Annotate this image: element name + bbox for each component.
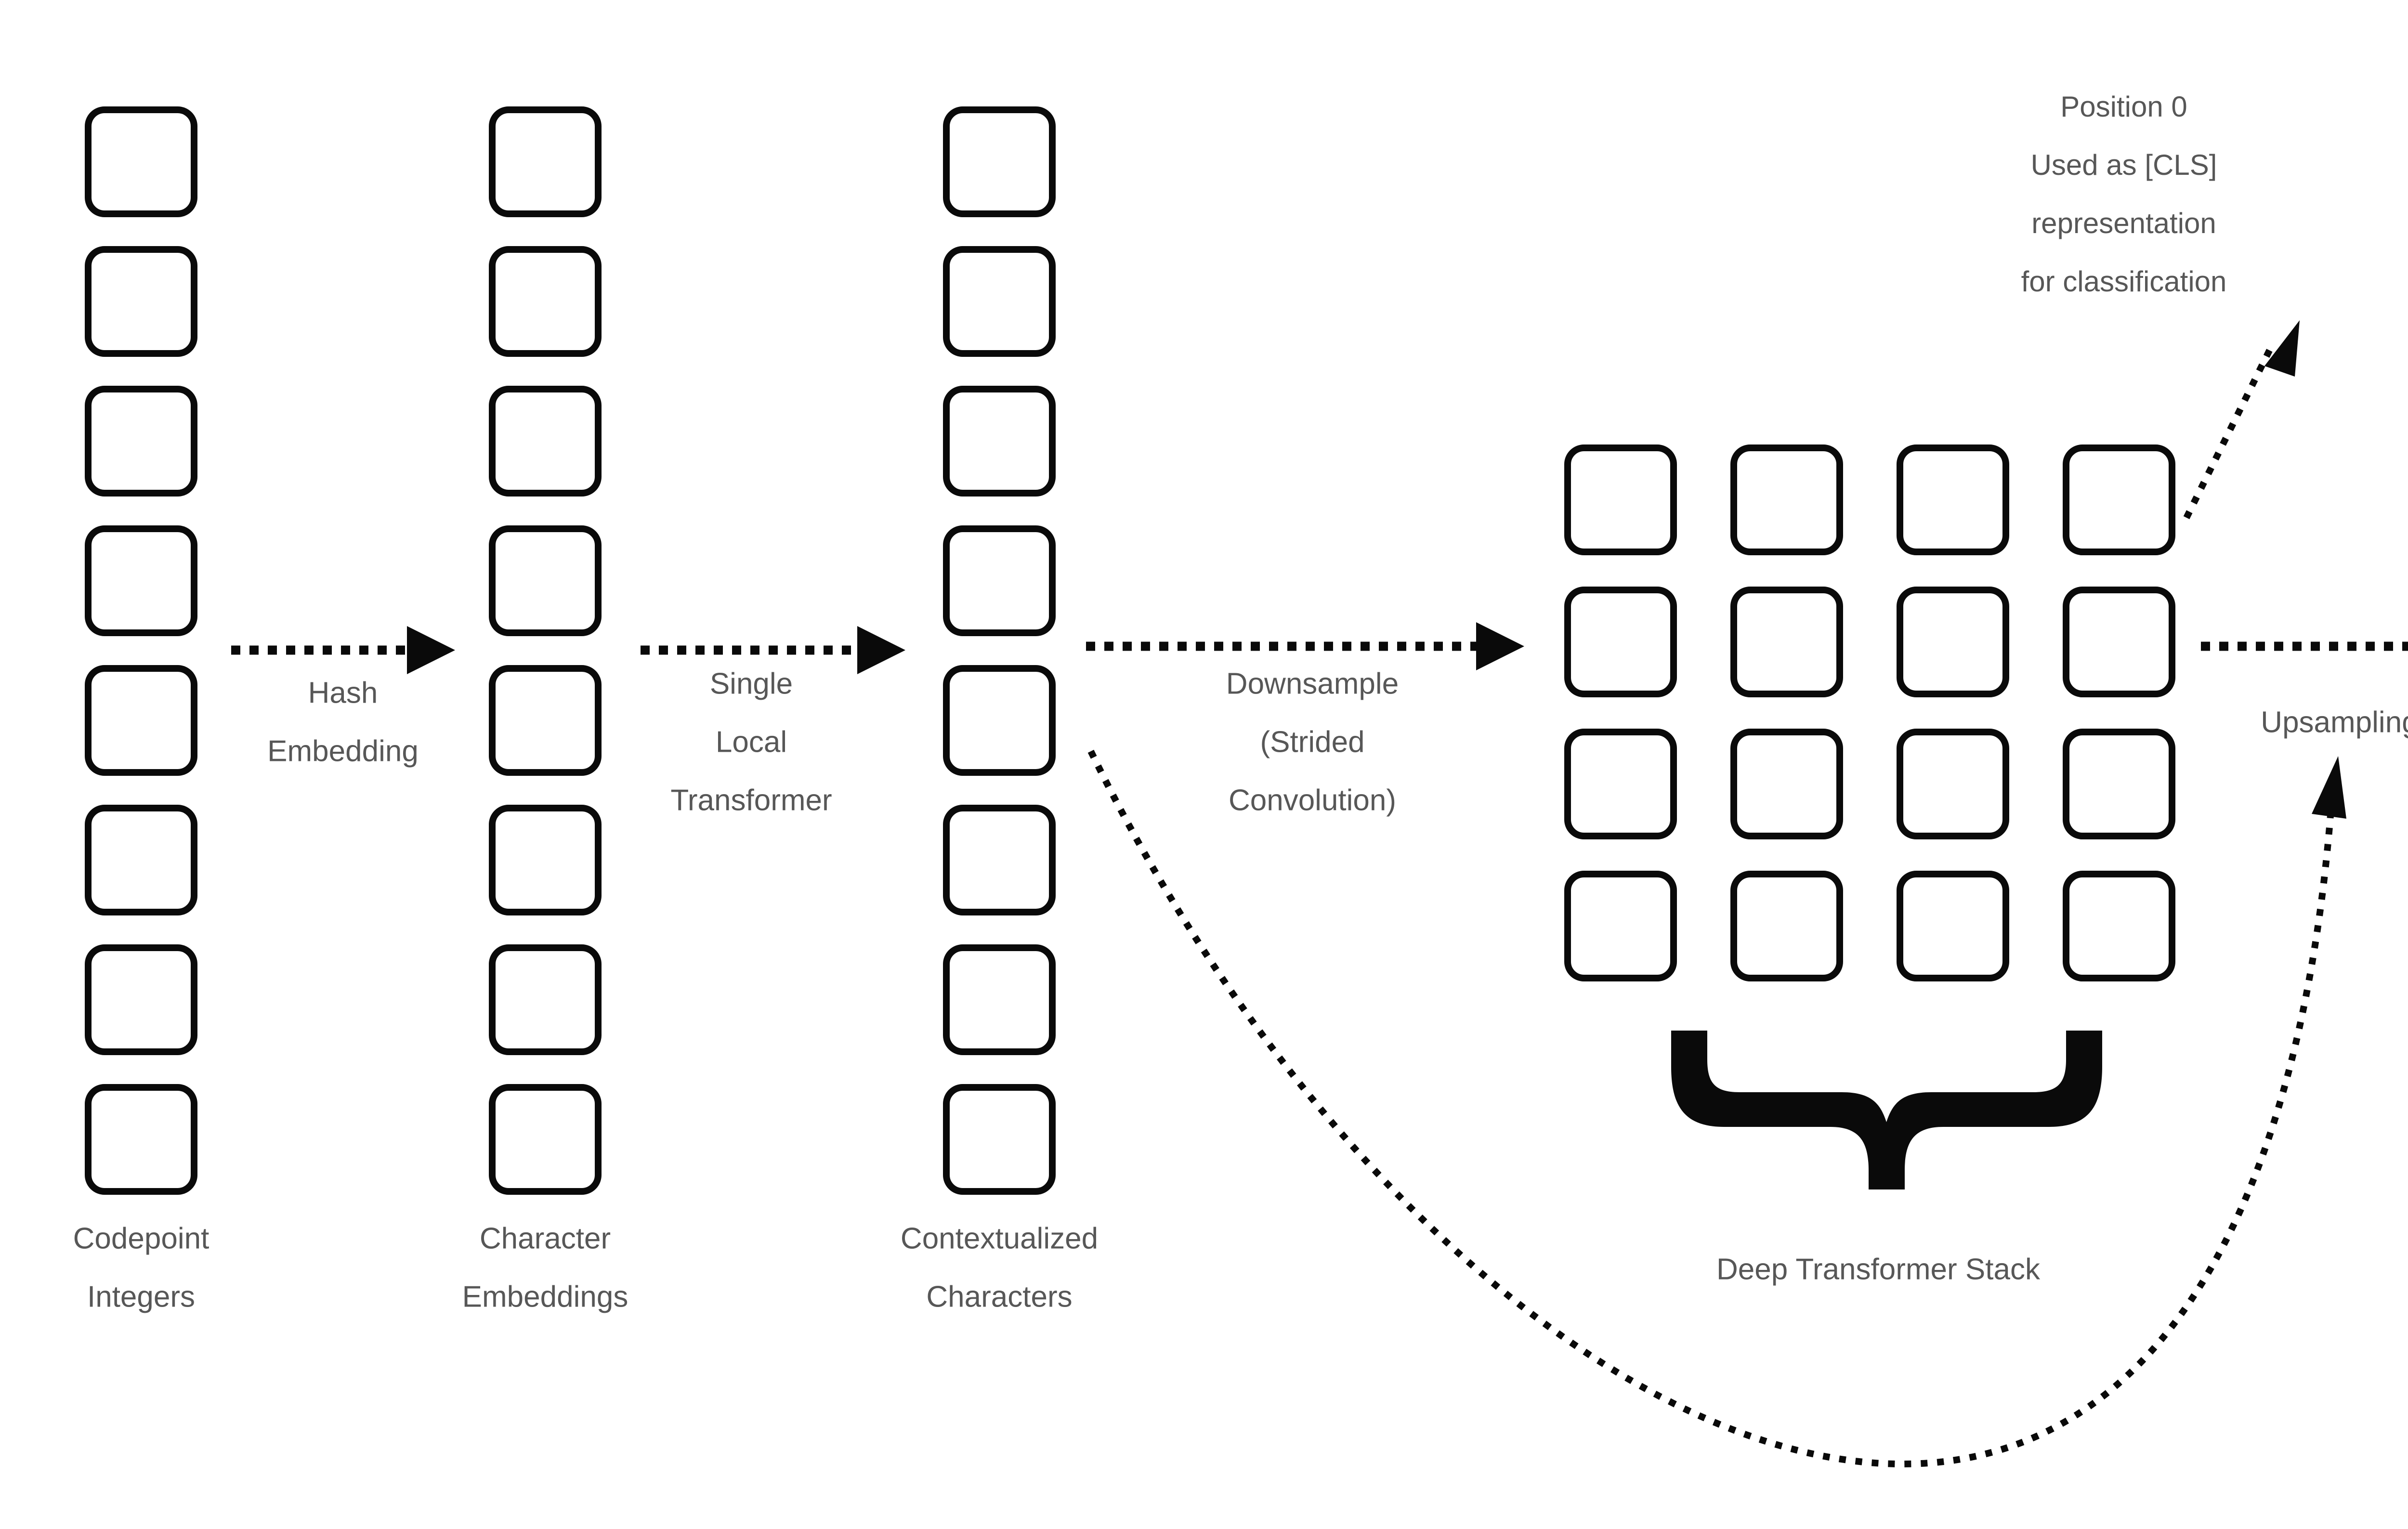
- cell-box: [943, 805, 1056, 915]
- arrow-downsample: [1086, 622, 1524, 670]
- label-upsampling: Upsampling: [2261, 706, 2408, 739]
- cell-box: [85, 944, 197, 1055]
- cell-box: [85, 246, 197, 357]
- cell-box: [2063, 871, 2175, 981]
- arrow-label-line: Transformer: [670, 784, 832, 817]
- cell-box: [489, 805, 602, 915]
- cell-box: [1730, 729, 1843, 839]
- arrowhead-icon: [2312, 756, 2346, 819]
- caption-codepoint-integers: Codepoint Integers: [73, 1222, 209, 1313]
- arrow-label-line: Downsample: [1226, 667, 1399, 700]
- cell-box: [2063, 444, 2175, 555]
- column-caption-line: Characters: [926, 1280, 1072, 1313]
- cell-box: [85, 665, 197, 776]
- arrow-label-line: Local: [716, 725, 787, 758]
- cell-box: [85, 106, 197, 217]
- cell-box: [1564, 871, 1677, 981]
- cell-box: [489, 944, 602, 1055]
- column-caption-line: Codepoint: [73, 1222, 209, 1255]
- arrowhead-icon: [2264, 320, 2300, 377]
- arrow-label-line: Convolution): [1229, 784, 1396, 817]
- arrow-label-line: Hash: [308, 676, 378, 709]
- cell-box: [2063, 587, 2175, 697]
- residual-skip-connection: [1087, 749, 2346, 1468]
- deep-transformer-brace: [1671, 1031, 2102, 1189]
- cell-box: [2063, 729, 2175, 839]
- cell-box: [943, 386, 1056, 497]
- cell-box: [489, 1084, 602, 1195]
- column-caption-line: Deep Transformer Stack: [1716, 1253, 2041, 1286]
- column-character-embeddings: [489, 106, 602, 1195]
- cell-box: [85, 805, 197, 915]
- cell-box: [489, 106, 602, 217]
- cell-box: [489, 525, 602, 636]
- cell-box: [943, 665, 1056, 776]
- cell-box: [85, 1084, 197, 1195]
- deep-transformer-stack-grid: [1564, 444, 2175, 981]
- cell-box: [1564, 587, 1677, 697]
- arrowhead-icon: [857, 626, 905, 674]
- annotation-line: Position 0: [2060, 91, 2187, 123]
- cell-box: [1897, 871, 2009, 981]
- column-caption-line: Embeddings: [462, 1280, 628, 1313]
- annotation-line: for classification: [2021, 265, 2227, 298]
- arrow-hash-embedding: [231, 626, 455, 674]
- cell-box: [1897, 587, 2009, 697]
- arrow-label-line: Upsampling: [2261, 706, 2408, 739]
- column-caption-line: Contextualized: [901, 1222, 1098, 1255]
- cell-box: [943, 106, 1056, 217]
- cell-box: [943, 525, 1056, 636]
- arrowhead-icon: [1476, 622, 1524, 670]
- column-contextualized-characters: [943, 106, 1056, 1195]
- label-downsample: Downsample (Strided Convolution): [1226, 667, 1399, 817]
- cell-box: [943, 944, 1056, 1055]
- cell-box: [1564, 729, 1677, 839]
- arrow-upsampling: [2201, 641, 2408, 651]
- caption-contextualized-characters: Contextualized Characters: [901, 1222, 1098, 1313]
- cell-box: [943, 1084, 1056, 1195]
- column-codepoint-integers: [85, 106, 197, 1195]
- cell-box: [1730, 587, 1843, 697]
- cell-box: [943, 246, 1056, 357]
- caption-character-embeddings: Character Embeddings: [462, 1222, 628, 1313]
- annotation-line: representation: [2031, 207, 2216, 239]
- arrow-cls-callout: [2183, 320, 2300, 520]
- column-caption-line: Character: [480, 1222, 611, 1255]
- label-single-local-transformer: Single Local Transformer: [670, 667, 832, 817]
- arrow-single-local-transformer: [641, 626, 905, 674]
- annotation-line: Used as [CLS]: [2031, 149, 2217, 181]
- cell-box: [1897, 444, 2009, 555]
- cell-box: [489, 386, 602, 497]
- cell-box: [85, 525, 197, 636]
- cell-box: [489, 665, 602, 776]
- cell-box: [1897, 729, 2009, 839]
- cell-box: [489, 246, 602, 357]
- column-caption-line: Integers: [87, 1280, 195, 1313]
- arrow-label-line: Single: [710, 667, 793, 700]
- label-hash-embedding: Hash Embedding: [267, 676, 419, 768]
- cell-box: [85, 386, 197, 497]
- cell-box: [1730, 871, 1843, 981]
- arrow-label-line: Embedding: [267, 734, 419, 768]
- cell-box: [1730, 444, 1843, 555]
- cell-box: [1564, 444, 1677, 555]
- arrowhead-icon: [407, 626, 455, 674]
- annotation-cls-position-note: Position 0 Used as [CLS] representation …: [2021, 91, 2227, 298]
- arrow-label-line: (Strided: [1260, 725, 1364, 758]
- caption-deep-transformer-stack: Deep Transformer Stack: [1716, 1253, 2041, 1286]
